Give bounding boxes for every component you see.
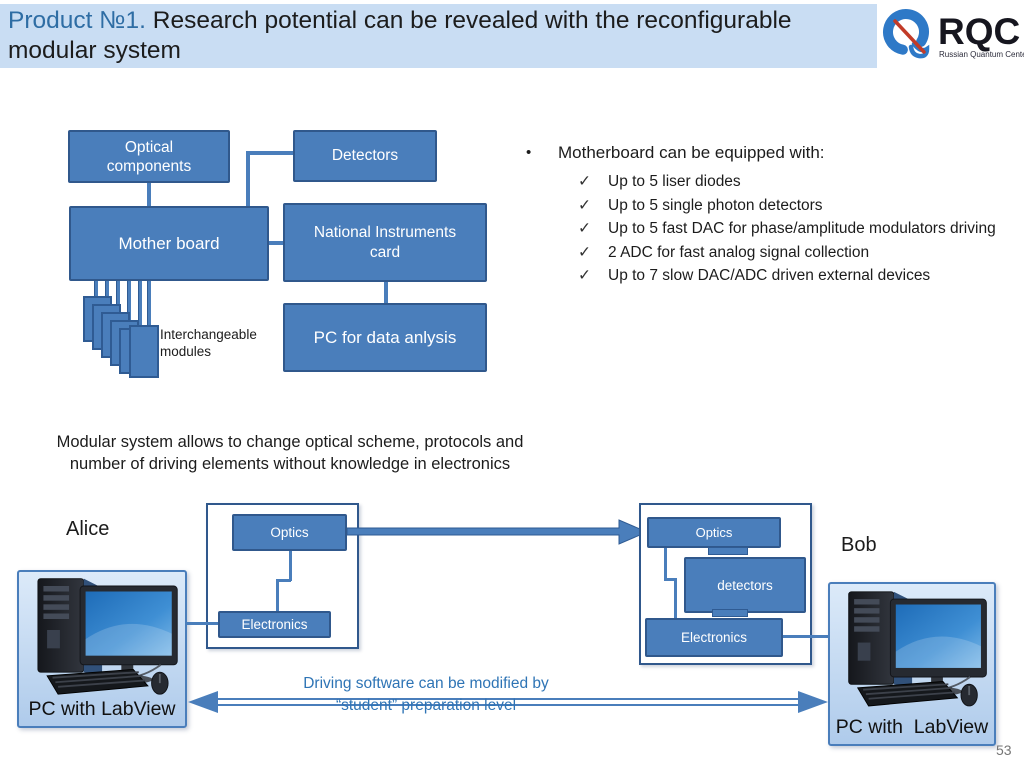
bob-pc-label: PC with LabView [835, 716, 989, 738]
box-bob-optics: Optics [647, 517, 781, 548]
alice-pc-box: PC with LabView [17, 570, 187, 728]
feature-item-text: 2 ADC for fast analog signal collection [608, 243, 870, 261]
box-mother-board: Mother board [69, 206, 269, 281]
connector-line [384, 282, 388, 303]
box-bob-electronics-label: Electronics [680, 630, 748, 645]
module-pin [138, 281, 142, 329]
box-optical-components-label: Optical components [106, 138, 192, 175]
box-alice-optics: Optics [232, 514, 347, 551]
feature-item-text: Up to 5 single photon detectors [608, 196, 823, 214]
connector-line [246, 151, 293, 155]
page-number: 53 [996, 742, 1012, 758]
connector-line [147, 183, 151, 206]
feature-item-text: Up to 5 liser diodes [608, 173, 741, 190]
software-arrow-note: Driving software can be modified by “stu… [230, 673, 622, 716]
arrow-note-line2: “student” preparation level [335, 696, 517, 714]
modular-note-line1: Modular system allows to change optical … [56, 433, 524, 451]
feature-item: ✓ Up to 5 fast DAC for phase/amplitude m… [518, 218, 1024, 241]
box-alice-electronics: Electronics [218, 611, 331, 638]
feature-item-text: Up to 7 slow DAC/ADC driven external dev… [608, 267, 931, 284]
desktop-pc-image [25, 575, 181, 696]
features-heading-row: • Motherboard can be equipped with: [518, 142, 1024, 164]
box-optical-components: Optical components [68, 130, 230, 183]
check-icon: ✓ [578, 243, 591, 261]
connector-line [783, 635, 828, 638]
connector-line [289, 551, 292, 581]
rqc-logo: RQC Russian Quantum Center [878, 2, 1024, 66]
module-pin [105, 281, 109, 305]
modular-note-line2: number of driving elements without knowl… [69, 455, 511, 473]
connector-line [674, 578, 677, 618]
box-pc-analysis: PC for data anlysis [283, 303, 487, 372]
feature-item: ✓ Up to 7 slow DAC/ADC driven external d… [518, 265, 1024, 288]
module-pin [94, 281, 98, 297]
features-list: • Motherboard can be equipped with: ✓ Up… [518, 142, 1024, 289]
connector-tab [712, 609, 748, 617]
logo-abbr: RQC [938, 11, 1020, 52]
box-ni-card: National Instruments card [283, 203, 487, 282]
desktop-pc-image [836, 587, 990, 709]
feature-item: ✓ Up to 5 liser diodes [518, 171, 1024, 194]
module-pin [116, 281, 120, 313]
box-ni-card-label: National Instruments card [313, 223, 457, 261]
modular-note: Modular system allows to change optical … [40, 431, 540, 475]
feature-item: ✓ Up to 5 single photon detectors [518, 195, 1024, 218]
logo-subtitle: Russian Quantum Center [939, 50, 1024, 59]
arrow-note-line1: Driving software can be modified by [303, 675, 549, 692]
title-prefix: Product №1. [8, 7, 146, 34]
title-bar: Product №1. Research potential can be re… [0, 4, 877, 68]
connector-tab [708, 547, 748, 555]
modules-label: Interchangeable modules [160, 327, 257, 359]
module-card [129, 325, 159, 378]
connector-line [269, 241, 283, 245]
box-detectors-label: Detectors [331, 147, 399, 164]
logo-q-icon [883, 9, 930, 59]
module-pin [147, 281, 151, 337]
box-bob-detectors-label: detectors [717, 577, 773, 593]
features-heading: Motherboard can be equipped with: [558, 143, 825, 162]
software-modification-arrow [188, 691, 828, 713]
quantum-channel-arrow [347, 519, 649, 545]
check-icon: ✓ [578, 267, 591, 284]
box-bob-optics-label: Optics [695, 525, 733, 540]
bullet-icon: • [526, 144, 532, 161]
feature-item: ✓ 2 ADC for fast analog signal collectio… [518, 242, 1024, 265]
logo-graphic: RQC Russian Quantum Center [883, 9, 1024, 59]
bob-pc-box: PC with LabView [828, 582, 996, 746]
box-pc-analysis-label: PC for data anlysis [313, 327, 457, 347]
connector-line [276, 579, 291, 582]
connector-line [664, 578, 676, 581]
module-pin [127, 281, 131, 321]
page-title: Product №1. Research potential can be re… [8, 6, 868, 66]
box-alice-optics-label: Optics [270, 525, 309, 540]
alice-label: Alice [66, 518, 110, 540]
box-bob-electronics: Electronics [645, 618, 783, 657]
box-alice-electronics-label: Electronics [241, 617, 308, 632]
connector-line [246, 151, 250, 206]
title-text: Research potential can be revealed with … [8, 7, 792, 64]
box-bob-detectors: detectors [684, 557, 806, 613]
check-icon: ✓ [578, 220, 591, 237]
feature-item-text: Up to 5 fast DAC for phase/amplitude mod… [608, 220, 996, 237]
connector-line [664, 548, 667, 581]
box-mother-board-label: Mother board [118, 233, 220, 253]
alice-pc-label: PC with LabView [28, 698, 176, 720]
check-icon: ✓ [578, 173, 591, 190]
box-detectors: Detectors [293, 130, 437, 182]
bob-label: Bob [841, 534, 877, 556]
check-icon: ✓ [578, 196, 591, 214]
connector-line [276, 579, 279, 611]
features-items: ✓ Up to 5 liser diodes ✓ Up to 5 single … [518, 171, 1024, 288]
connector-line [187, 622, 218, 625]
